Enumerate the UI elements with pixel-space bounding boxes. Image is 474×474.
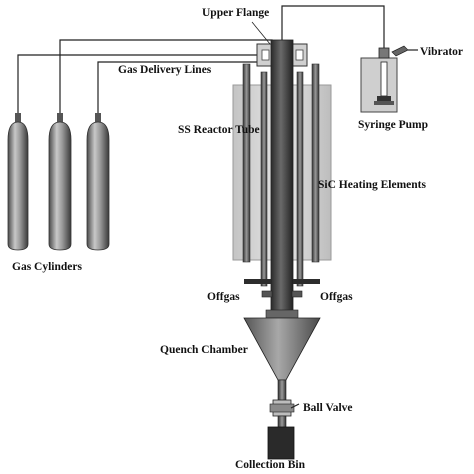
label-gas-cylinders: Gas Cylinders <box>12 261 82 273</box>
offgas-ports-icon <box>244 279 320 298</box>
gas-cylinder-1 <box>7 113 29 251</box>
gas-cylinder-3 <box>86 113 110 251</box>
label-quench-chamber: Quench Chamber <box>160 344 248 356</box>
syringe-pump-icon <box>360 47 398 113</box>
vibrator-icon <box>391 45 418 57</box>
gas-cylinders-icon <box>7 113 110 251</box>
collection-bin-icon <box>267 426 295 460</box>
label-sic-heating-elements: SiC Heating Elements <box>318 179 426 191</box>
label-gas-delivery-lines: Gas Delivery Lines <box>118 64 212 76</box>
label-offgas-right: Offgas <box>320 291 353 303</box>
upper-flange-leader <box>251 21 271 45</box>
label-ball-valve: Ball Valve <box>303 402 353 414</box>
label-collection-bin: Collection Bin <box>235 459 306 471</box>
gas-cylinder-2 <box>48 113 72 251</box>
ball-valve-icon <box>269 399 300 429</box>
leader-lines <box>251 21 418 51</box>
label-ss-reactor-tube: SS Reactor Tube <box>178 124 260 136</box>
label-syringe-pump: Syringe Pump <box>358 119 428 131</box>
sic-heating-elements-icon <box>242 63 320 287</box>
label-offgas-left: Offgas <box>207 291 240 303</box>
ss-reactor-tube-icon <box>270 39 294 313</box>
label-vibrator: Vibrator <box>420 46 463 58</box>
quench-chamber-icon <box>243 309 321 403</box>
label-upper-flange: Upper Flange <box>202 7 269 19</box>
